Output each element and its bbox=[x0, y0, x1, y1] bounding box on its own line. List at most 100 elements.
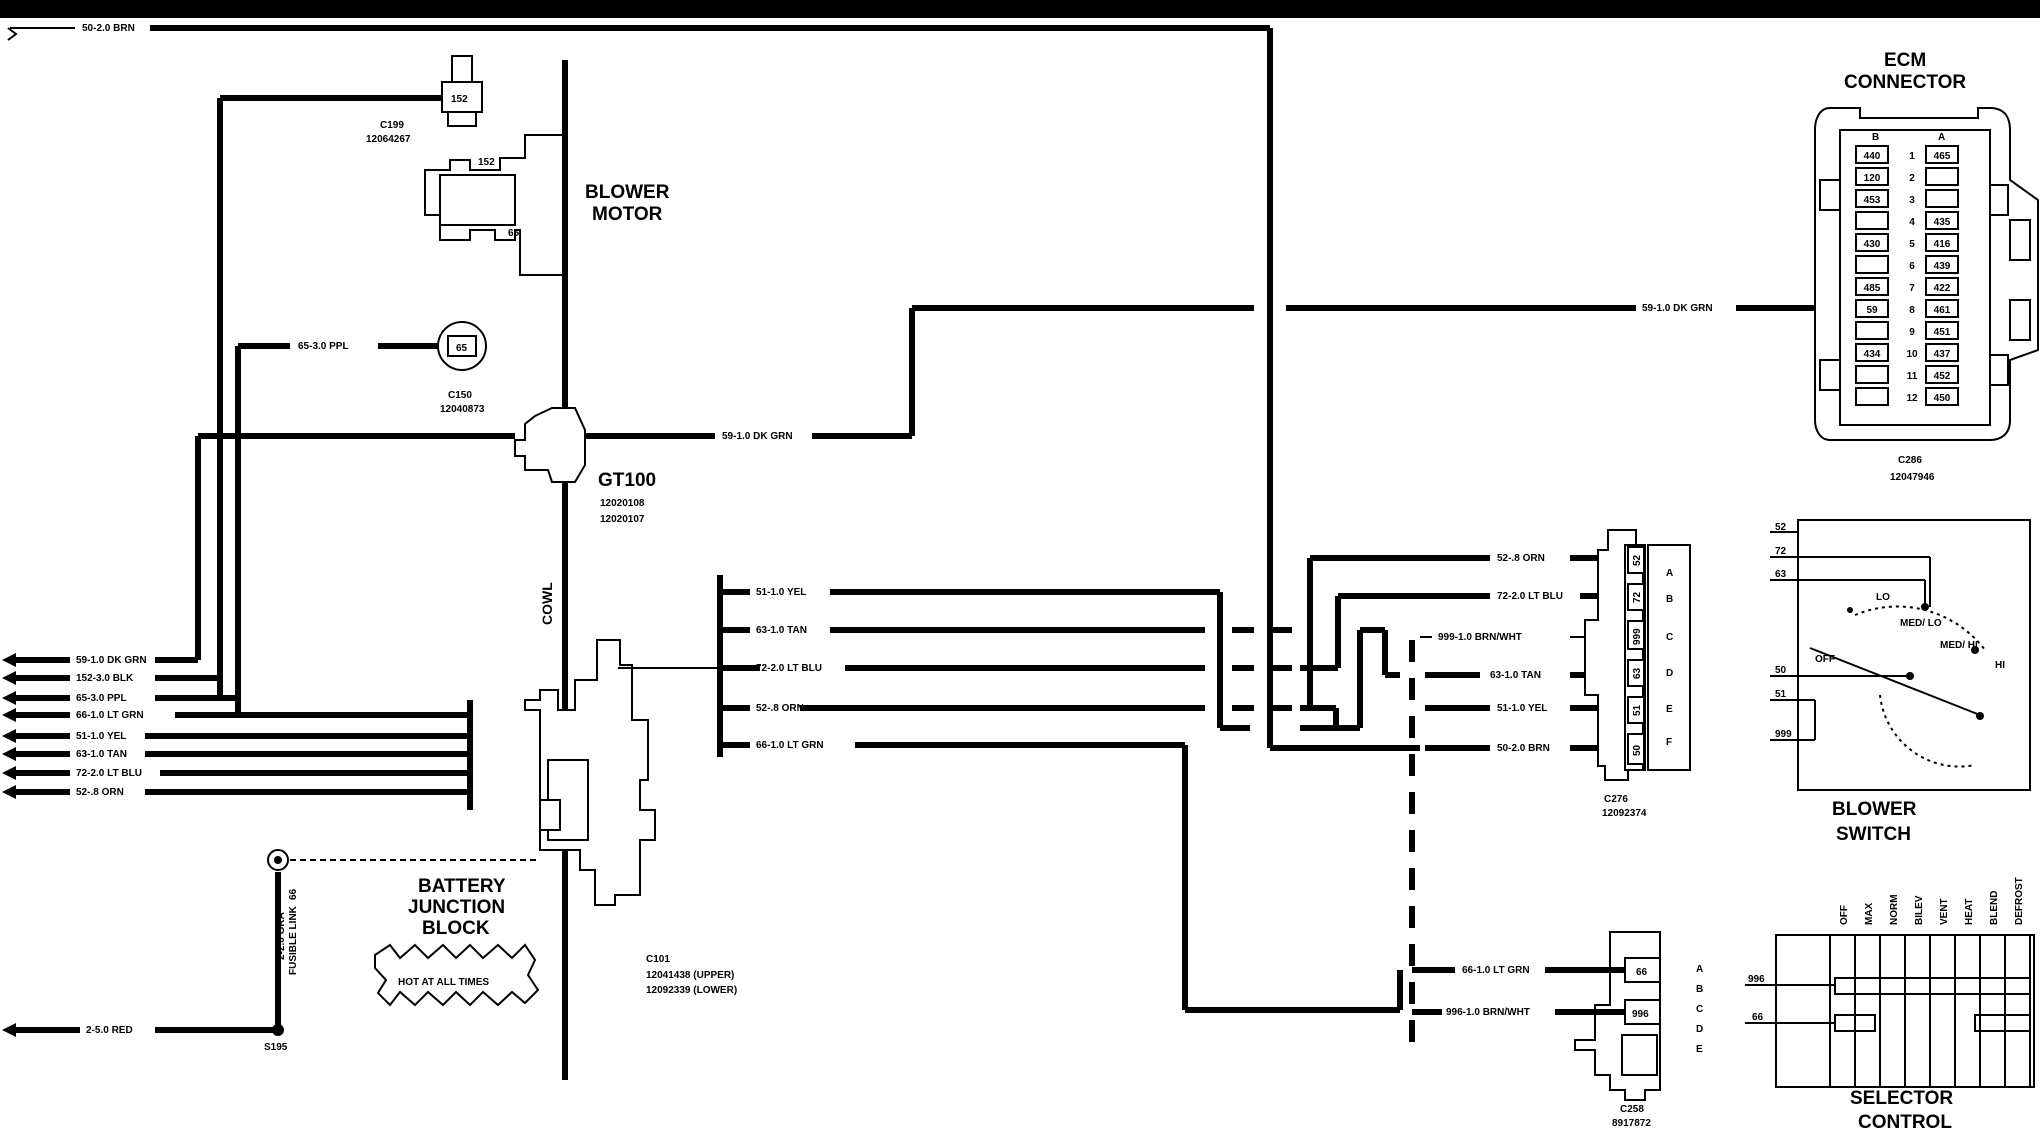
svg-text:ECM: ECM bbox=[1884, 50, 1926, 71]
svg-text:52: 52 bbox=[1775, 522, 1787, 533]
svg-text:50: 50 bbox=[1775, 665, 1787, 676]
svg-text:C199: C199 bbox=[380, 120, 404, 131]
selector-mode-label: BLEND bbox=[1989, 891, 2000, 925]
c276-routing bbox=[1300, 555, 1620, 751]
svg-text:63-1.0 TAN: 63-1.0 TAN bbox=[76, 749, 127, 760]
ecm-pin-b-label: 440 bbox=[1864, 151, 1881, 162]
svg-text:65-3.0 PPL: 65-3.0 PPL bbox=[298, 341, 349, 352]
svg-text:12040873: 12040873 bbox=[440, 404, 485, 415]
ecm-cavity-a bbox=[1925, 189, 1959, 208]
ecm-pin-a-label: 452 bbox=[1934, 371, 1951, 382]
ecm-row-number: 2 bbox=[1909, 173, 1915, 184]
arrow-icon bbox=[2, 1023, 16, 1037]
svg-text:F: F bbox=[1666, 737, 1672, 748]
ecm-pin-a-label: 437 bbox=[1934, 349, 1951, 360]
svg-text:C286: C286 bbox=[1898, 455, 1922, 466]
top-border bbox=[0, 0, 2040, 18]
svg-text:52-.8 ORN: 52-.8 ORN bbox=[76, 787, 124, 798]
ecm-cavity-b bbox=[1855, 211, 1889, 230]
blower-motor: 152 65 BLOWER MOTOR bbox=[424, 134, 670, 276]
svg-text:C150: C150 bbox=[448, 390, 472, 401]
svg-text:FUSIBLE LINK: FUSIBLE LINK bbox=[288, 905, 299, 975]
svg-text:BLOWER: BLOWER bbox=[585, 182, 670, 203]
left-wire-bundle: 59-1.0 DK GRN 152-3.0 BLK 65-3.0 PPL 66-… bbox=[2, 653, 473, 810]
ecm-pin-a-label: 439 bbox=[1934, 261, 1951, 272]
svg-text:66: 66 bbox=[1752, 1012, 1764, 1023]
svg-text:BATTERY: BATTERY bbox=[418, 876, 506, 897]
svg-text:HOT AT ALL TIMES: HOT AT ALL TIMES bbox=[398, 977, 489, 988]
svg-text:65: 65 bbox=[508, 228, 520, 239]
ecm-row-number: 3 bbox=[1909, 195, 1915, 206]
selector-mode-label: NORM bbox=[1889, 894, 1900, 925]
ecm-cavity-a bbox=[1925, 387, 1959, 406]
selector-mode-label: BILEV bbox=[1914, 895, 1925, 925]
svg-text:2-5.0 RED: 2-5.0 RED bbox=[86, 1025, 133, 1036]
ecm-cavity-b bbox=[1855, 167, 1889, 186]
svg-text:66: 66 bbox=[288, 888, 299, 900]
svg-text:59-1.0 DK GRN: 59-1.0 DK GRN bbox=[722, 431, 793, 442]
ecm-cavity-a bbox=[1925, 255, 1959, 274]
svg-text:996: 996 bbox=[1748, 974, 1765, 985]
svg-text:50-2.0 BRN: 50-2.0 BRN bbox=[1497, 743, 1550, 754]
svg-text:65-3.0 PPL: 65-3.0 PPL bbox=[76, 693, 127, 704]
svg-text:BLOWER: BLOWER bbox=[1832, 799, 1917, 820]
ecm-cavity-a bbox=[1925, 145, 1959, 164]
svg-text:BLOCK: BLOCK bbox=[422, 918, 490, 939]
svg-text:C276: C276 bbox=[1604, 794, 1628, 805]
svg-text:66: 66 bbox=[1636, 967, 1648, 978]
blower-switch: 52 72 63 50 51 999 LO MED/ LO MED/ HI HI… bbox=[1770, 519, 2031, 845]
ecm-cavity-a bbox=[1925, 233, 1959, 252]
svg-text:52-.8 ORN: 52-.8 ORN bbox=[1497, 553, 1545, 564]
ecm-cavity-a bbox=[1925, 167, 1959, 186]
wire-label-top: 50-2.0 BRN bbox=[82, 23, 135, 34]
svg-text:CONNECTOR: CONNECTOR bbox=[1844, 72, 1966, 93]
svg-text:72-2.0 LT BLU: 72-2.0 LT BLU bbox=[756, 663, 822, 674]
svg-text:2-2.0 GRA: 2-2.0 GRA bbox=[276, 912, 287, 960]
ecm-cavity-a bbox=[1925, 299, 1959, 318]
ecm-cavity-a bbox=[1925, 277, 1959, 296]
svg-text:LO: LO bbox=[1876, 592, 1890, 603]
svg-text:JUNCTION: JUNCTION bbox=[408, 897, 505, 918]
ecm-cavity-b bbox=[1855, 277, 1889, 296]
svg-text:59-1.0 DK GRN: 59-1.0 DK GRN bbox=[76, 655, 147, 666]
svg-text:72-2.0 LT BLU: 72-2.0 LT BLU bbox=[76, 768, 142, 779]
ecm-row-number: 8 bbox=[1909, 305, 1915, 316]
svg-text:CONTROL: CONTROL bbox=[1858, 1112, 1952, 1133]
gt100-connector: GT100 12020108 12020107 bbox=[514, 407, 656, 525]
selector-mode-label: OFF bbox=[1839, 905, 1850, 925]
svg-text:MED/ LO: MED/ LO bbox=[1900, 618, 1942, 629]
svg-text:63: 63 bbox=[1775, 569, 1787, 580]
ecm-row-number: 12 bbox=[1906, 393, 1918, 404]
ecm-pin-row: 120 2 bbox=[1855, 167, 1959, 186]
hot-at-all-times-badge: HOT AT ALL TIMES bbox=[374, 943, 540, 1007]
cowl-label: COWL bbox=[539, 582, 555, 625]
ecm-cavity-a bbox=[1925, 343, 1959, 362]
svg-text:66-1.0 LT GRN: 66-1.0 LT GRN bbox=[1462, 965, 1530, 976]
c199-connector: 152 C199 12064267 bbox=[366, 55, 483, 145]
ecm-pin-b-label: 120 bbox=[1864, 173, 1881, 184]
svg-text:C: C bbox=[1666, 632, 1673, 643]
svg-text:51-1.0 YEL: 51-1.0 YEL bbox=[756, 587, 806, 598]
ecm-row-number: 7 bbox=[1909, 283, 1915, 294]
svg-text:HI: HI bbox=[1995, 660, 2005, 671]
svg-text:51-1.0 YEL: 51-1.0 YEL bbox=[76, 731, 126, 742]
svg-text:12020108: 12020108 bbox=[600, 498, 645, 509]
svg-text:D: D bbox=[1666, 668, 1673, 679]
svg-text:51: 51 bbox=[1632, 704, 1643, 716]
svg-text:999: 999 bbox=[1775, 729, 1792, 740]
svg-text:996-1.0 BRN/WHT: 996-1.0 BRN/WHT bbox=[1446, 1007, 1530, 1018]
ecm-pin-b-label: 434 bbox=[1864, 349, 1881, 360]
ecm-row-number: 5 bbox=[1909, 239, 1915, 250]
c276-pins: 52 72 999 63 51 50 A B C D E F 52-.8 ORN… bbox=[1438, 546, 1673, 765]
dashed-crossings bbox=[1232, 627, 1415, 1050]
ecm-row-number: 4 bbox=[1909, 217, 1915, 228]
